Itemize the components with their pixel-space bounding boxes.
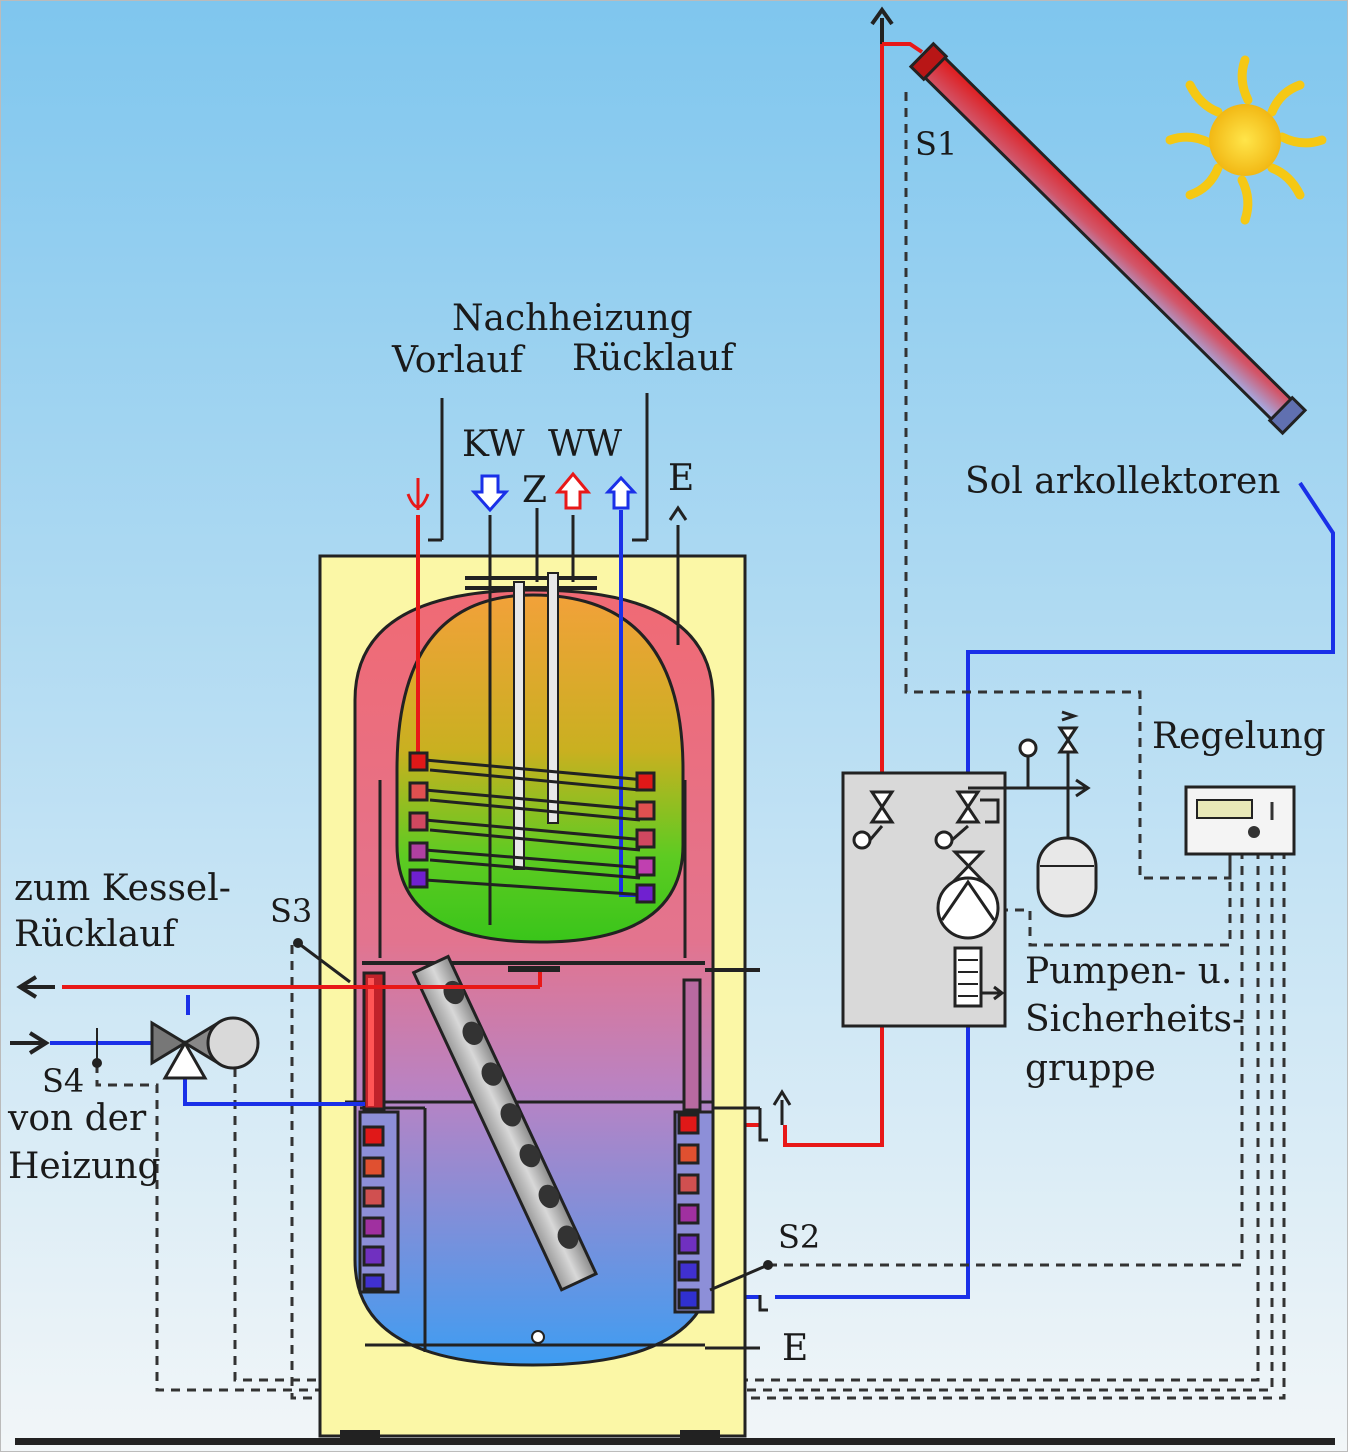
label-z: Z bbox=[522, 470, 547, 511]
kw-arrow-icon bbox=[470, 474, 510, 513]
label-e-bottom: E bbox=[782, 1328, 808, 1369]
label-solarkollektoren: Sol arkollektoren bbox=[965, 461, 1280, 502]
label-heizung-2: Heizung bbox=[8, 1146, 161, 1187]
label-pumpen-3: gruppe bbox=[1025, 1048, 1156, 1089]
pump-safety-group bbox=[841, 710, 1098, 1028]
label-s1: S1 bbox=[915, 125, 957, 163]
label-nachheizung: Nachheizung bbox=[452, 298, 693, 339]
label-ww: WW bbox=[548, 424, 622, 465]
label-ruecklauf: Rücklauf bbox=[572, 338, 736, 379]
ww-arrow-icon bbox=[554, 471, 592, 510]
air-vent-arrow bbox=[870, 6, 894, 44]
label-kessel-2: Rücklauf bbox=[14, 914, 178, 955]
mixing-valve bbox=[150, 1016, 260, 1080]
label-regelung: Regelung bbox=[1152, 716, 1326, 757]
labels: Nachheizung Vorlauf Rücklauf KW Z WW E E… bbox=[7, 125, 1326, 1369]
boiler-connection bbox=[10, 938, 542, 1106]
ground-line bbox=[15, 1438, 1335, 1445]
label-s3: S3 bbox=[270, 892, 312, 930]
controller-unit[interactable] bbox=[1184, 785, 1296, 856]
label-e-top: E bbox=[668, 458, 694, 499]
storage-tank bbox=[318, 393, 792, 1440]
label-s4: S4 bbox=[42, 1062, 84, 1100]
ruecklauf-arrow-icon bbox=[604, 475, 638, 510]
label-kw: KW bbox=[462, 424, 525, 465]
label-pumpen-1: Pumpen- u. bbox=[1025, 951, 1232, 992]
sun-icon bbox=[1165, 55, 1327, 225]
label-s2: S2 bbox=[778, 1218, 820, 1256]
label-kessel-1: zum Kessel- bbox=[14, 868, 231, 909]
label-pumpen-2: Sicherheits- bbox=[1025, 999, 1244, 1040]
label-vorlauf: Vorlauf bbox=[391, 340, 526, 381]
label-heizung-1: von der bbox=[7, 1098, 147, 1139]
solar-collector bbox=[908, 41, 1308, 436]
